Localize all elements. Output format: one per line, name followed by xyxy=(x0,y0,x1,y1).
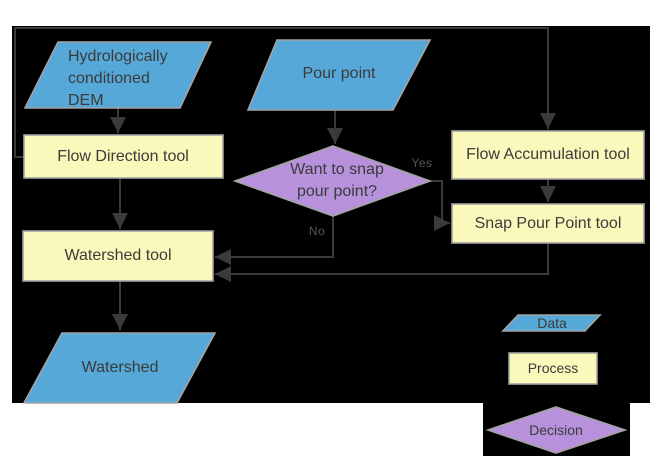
edge-snap-pour-point-to-watershed-tool xyxy=(215,243,549,282)
edge-decision-no-to-watershed-tool xyxy=(215,216,334,265)
pour-point-label: Pour point xyxy=(302,65,376,82)
edge-decision-yes-to-snap-pour-point xyxy=(430,180,450,231)
legend-process-box xyxy=(508,352,598,385)
yes-edge-label: Yes xyxy=(411,156,433,170)
snap-pour-point-label: Snap Pour Point tool xyxy=(474,215,622,232)
no-edge-label: No xyxy=(308,224,326,238)
legend-process-label: Process xyxy=(527,360,579,376)
flow-accumulation-label: Flow Accumulation tool xyxy=(466,146,630,163)
legend-data-label: Data xyxy=(537,315,567,331)
flow-accumulation-process-box xyxy=(451,130,645,180)
dem-data-parallelogram xyxy=(23,41,213,109)
dem-label-line1: Hydrologically xyxy=(68,48,168,65)
flow-direction-process-box xyxy=(23,134,224,179)
pour-point-data-parallelogram xyxy=(246,39,432,111)
decision-label-line2: pour point? xyxy=(296,183,378,200)
legend-decision-diamond xyxy=(485,406,628,454)
legend-data-parallelogram xyxy=(501,314,602,332)
watershed-tool-label: Watershed tool xyxy=(64,247,172,264)
watershed-label: Watershed xyxy=(81,359,159,376)
watershed-data-parallelogram xyxy=(22,332,217,404)
dem-label: Hydrologically conditioned DEM xyxy=(68,46,168,112)
dem-label-line3: DEM xyxy=(68,92,104,109)
decision-label: Want to snap pour point? xyxy=(290,159,384,203)
decision-label-line1: Want to snap xyxy=(290,161,384,178)
legend-decision-label: Decision xyxy=(529,422,583,438)
watershed-tool-process-box xyxy=(22,230,214,282)
flow-direction-label: Flow Direction tool xyxy=(57,148,189,165)
edge-flow-direction-to-flow-accumulation xyxy=(14,27,556,158)
snap-pour-point-process-box xyxy=(451,203,645,244)
snap-decision-diamond xyxy=(232,145,433,217)
dem-label-line2: conditioned xyxy=(68,70,150,87)
